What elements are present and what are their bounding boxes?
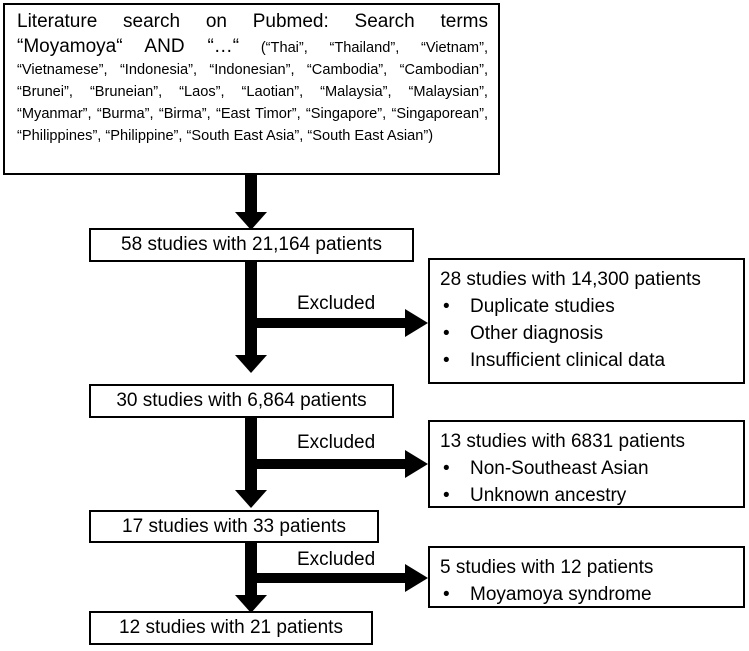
search-box: Literature search on Pubmed: Search term… (3, 3, 500, 175)
list-item: Insufficient clinical data (440, 347, 733, 374)
arrow-right-2 (257, 450, 428, 478)
list-item: Other diagnosis (440, 320, 733, 347)
list-item: Non-Southeast Asian (440, 455, 733, 482)
exclusion-box-2: 13 studies with 6831 patients Non-Southe… (428, 420, 745, 509)
search-main-term: “Moyamoya“ AND “…“ (17, 36, 240, 57)
step-box-4: 12 studies with 21 patients (89, 611, 373, 645)
excluded-label-1: Excluded (297, 293, 376, 314)
exclusion-reasons: Duplicate studies Other diagnosis Insuff… (440, 293, 733, 374)
arrow-down-1 (235, 175, 267, 230)
exclusion-title: 5 studies with 12 patients (440, 557, 654, 578)
arrow-down-2 (235, 260, 267, 373)
step-box-2: 30 studies with 6,864 patients (89, 384, 394, 418)
arrow-right-1 (257, 309, 428, 337)
exclusion-reasons: Non-Southeast Asian Unknown ancestry (440, 455, 733, 509)
excluded-label-2: Excluded (297, 432, 376, 453)
arrow-down-3 (235, 418, 267, 508)
arrow-down-4 (235, 541, 267, 613)
list-item: Moyamoya syndrome (440, 581, 733, 608)
exclusion-reasons: Moyamoya syndrome (440, 581, 733, 608)
exclusion-box-3: 5 studies with 12 patients Moyamoya synd… (428, 546, 745, 608)
list-item: Unknown ancestry (440, 482, 733, 509)
search-heading: Literature search on Pubmed: Search term… (17, 11, 488, 32)
exclusion-title: 13 studies with 6831 patients (440, 431, 686, 452)
step-box-1: 58 studies with 21,164 patients (89, 228, 414, 262)
search-term-list: (“Thai”, “Thailand”, “Vietnam”, “Vietnam… (17, 40, 489, 144)
search-terms: “Moyamoya“ AND “…“ (“Thai”, “Thailand”, … (17, 34, 488, 147)
exclusion-title: 28 studies with 14,300 patients (440, 269, 701, 290)
excluded-label-3: Excluded (297, 549, 376, 570)
exclusion-box-1: 28 studies with 14,300 patients Duplicat… (428, 258, 745, 384)
arrow-right-3 (257, 564, 428, 592)
list-item: Duplicate studies (440, 293, 733, 320)
step-box-3: 17 studies with 33 patients (89, 510, 379, 543)
